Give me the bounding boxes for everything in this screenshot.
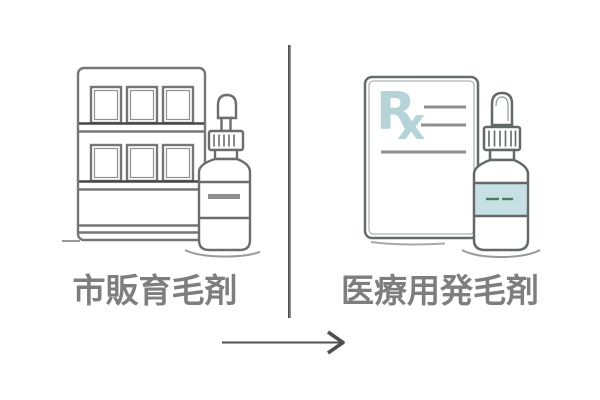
medical-dropper-bottle-icon: [461, 91, 541, 259]
store-shelf-icon: [62, 66, 207, 242]
bottle-label-fill: [475, 183, 527, 216]
dropper-pipette: [220, 116, 232, 133]
bottle-label-text-bar: [208, 194, 240, 199]
rx-symbol-x: x: [397, 99, 425, 150]
shelf-frame: [76, 66, 207, 242]
otc-hair-tonic-illustration: [62, 66, 260, 258]
bottle-neck: [488, 148, 516, 162]
shadow: [370, 241, 446, 246]
divider-line: [288, 45, 291, 318]
cap-ridges: [213, 134, 235, 147]
shadow: [184, 249, 260, 258]
dropper-bulb: [216, 93, 238, 120]
right-caption: 医療用発毛剤: [341, 271, 539, 310]
arrow-right-icon: [222, 330, 345, 355]
bottle-neck: [213, 148, 239, 161]
medical-hair-tonic-illustration: R x: [363, 75, 541, 259]
shadow: [461, 249, 541, 259]
sheet-inner-border: [368, 80, 475, 235]
prescription-sheet-icon: R x: [363, 75, 480, 246]
dropper-bulb: [490, 91, 514, 127]
left-caption: 市販育毛剤: [72, 271, 238, 310]
dropper-bulb-inner: [495, 96, 509, 121]
rx-symbol: R: [376, 82, 416, 142]
arrow-shape: [222, 330, 345, 355]
bottle-body: [197, 157, 252, 252]
cap-ridges: [488, 130, 517, 147]
dropper-bottle-icon: [184, 93, 260, 258]
prescription-sheet: [363, 75, 480, 240]
